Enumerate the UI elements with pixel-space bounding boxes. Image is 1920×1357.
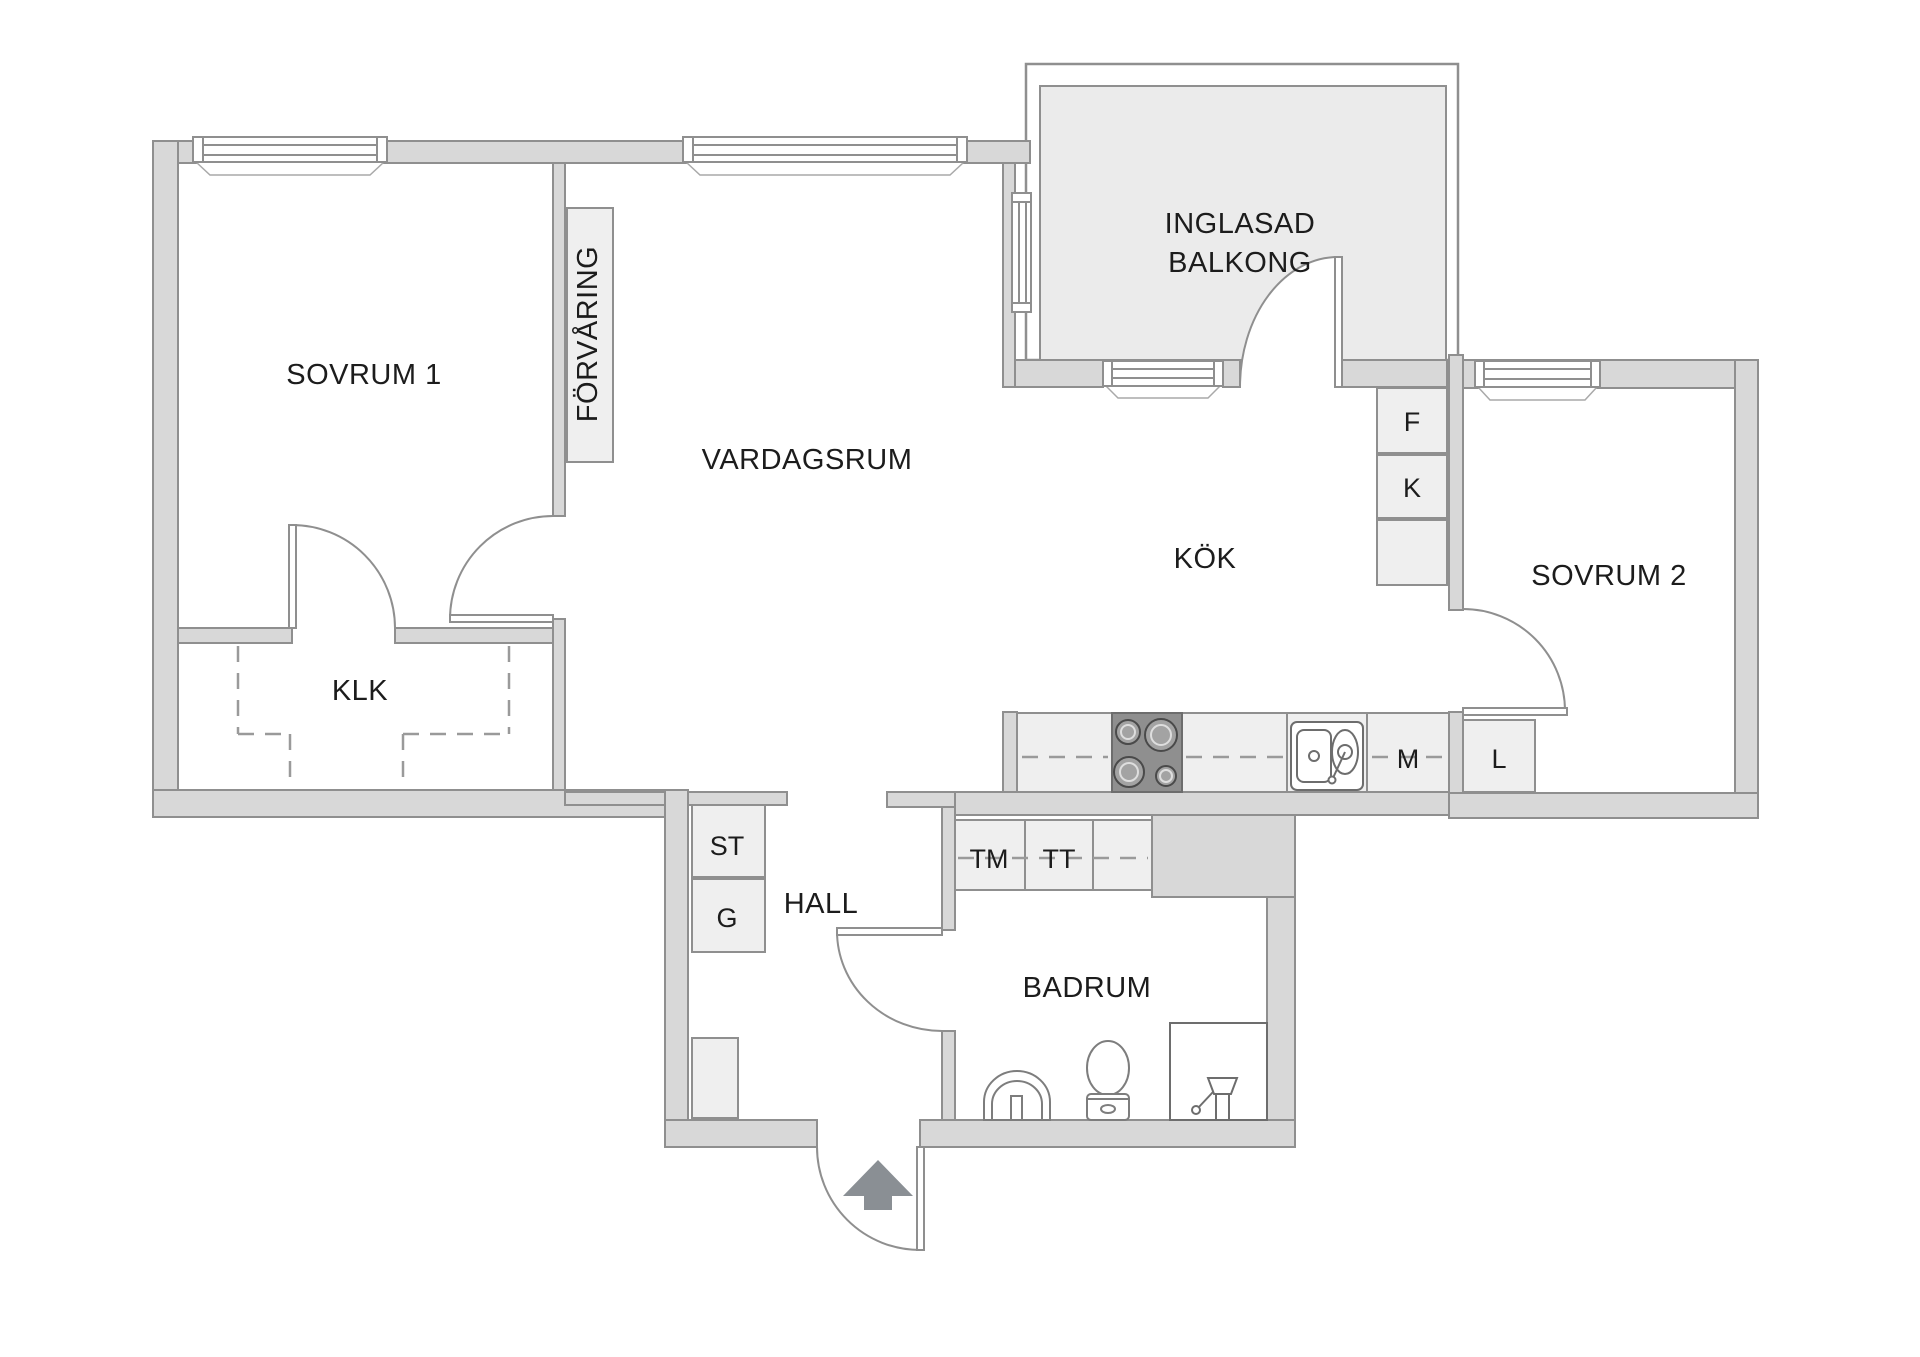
label-vardagsrum: VARDAGSRUM <box>702 444 913 476</box>
dashed-outlines <box>236 646 1446 860</box>
wall-hall-north-stub <box>886 791 956 808</box>
entrance-arrow-icon <box>843 1160 913 1210</box>
door-arc-entrance <box>816 1146 921 1251</box>
label-m: M <box>1397 744 1420 774</box>
balcony-floor <box>1039 85 1447 361</box>
window-sovrum2 <box>1474 360 1601 401</box>
wall-badrum-north-block <box>1151 814 1296 898</box>
wall-klk-east <box>552 618 566 791</box>
label-balkong-line1: INGLASAD <box>1165 208 1316 240</box>
label-f: F <box>1404 407 1421 437</box>
wall-kok-north-left <box>1014 359 1104 388</box>
toilet-icon <box>1086 1040 1130 1121</box>
door-arc-sovrum1 <box>449 515 554 620</box>
bathroom-fixtures <box>983 1022 1268 1121</box>
label-tt: TT <box>1043 844 1076 874</box>
washbasin-icon <box>983 1070 1051 1121</box>
label-kok: KÖK <box>1174 543 1237 575</box>
door-arc-sovrum2 <box>1462 608 1566 712</box>
cabinet-g <box>691 878 766 953</box>
forvaring-closet <box>566 207 614 463</box>
door-leaf-klk <box>288 524 297 629</box>
wall-badrum-west-lower <box>941 1030 956 1121</box>
counter-left-cabinet <box>1016 712 1113 793</box>
wall-sovrum2-divider-stub <box>1448 711 1464 794</box>
label-hall: HALL <box>784 888 859 920</box>
balcony-structure <box>1024 62 1460 362</box>
label-tm: TM <box>970 844 1009 874</box>
wall-sovrum2-east <box>1734 359 1759 819</box>
wall-sovrum2-divider-upper <box>1448 354 1464 611</box>
labels: SOVRUM 1 VARDAGSRUM KLK FÖRVÅRING INGLAS… <box>286 208 1686 1004</box>
code-labels: F K M L ST G TM TT <box>710 407 1507 933</box>
wall-entry-south-right <box>919 1119 1296 1148</box>
wall-kok-south <box>954 791 1450 816</box>
shower-mixer-icon <box>1191 1077 1239 1121</box>
doors <box>288 256 1568 1251</box>
wall-hall-west <box>664 789 689 1148</box>
label-st: ST <box>710 831 745 861</box>
label-badrum: BADRUM <box>1023 972 1152 1004</box>
tumble-dryer <box>1024 819 1094 891</box>
cabinet-st <box>691 804 766 878</box>
wall-west <box>152 140 179 818</box>
door-leaf-sovrum2 <box>1462 707 1568 716</box>
cabinet-tall <box>1376 519 1448 586</box>
door-leaf-balcony <box>1334 256 1343 388</box>
stove-icon <box>1111 712 1183 793</box>
walls <box>152 140 1759 1148</box>
door-leaf-entrance <box>916 1146 925 1251</box>
wall-badrum-east <box>1266 896 1296 1121</box>
label-forvaring: FÖRVÅRING <box>571 246 604 422</box>
wall-sovrum1-divider <box>552 162 566 517</box>
label-sovrum1: SOVRUM 1 <box>286 359 441 391</box>
label-g: G <box>716 903 737 933</box>
label-klk: KLK <box>332 675 388 707</box>
door-arc-klk <box>291 524 396 629</box>
counter-mid-cabinet <box>1181 712 1288 793</box>
label-k: K <box>1403 473 1421 503</box>
label-l: L <box>1491 744 1506 774</box>
washing-machine <box>954 819 1026 891</box>
windows <box>192 136 1601 401</box>
door-leaf-sovrum1 <box>449 614 554 623</box>
window-sovrum1 <box>192 136 388 176</box>
door-leaf-badrum <box>836 927 943 936</box>
wall-badrum-west-upper <box>941 806 956 931</box>
window-balcony-side <box>1011 192 1032 313</box>
wall-kok-north-mid <box>1222 359 1241 388</box>
label-sovrum2: SOVRUM 2 <box>1531 560 1686 592</box>
cabinet-f <box>1376 387 1448 454</box>
wall-kok-north-right <box>1336 359 1461 388</box>
kitchen-sink-icon <box>1290 721 1364 791</box>
door-arc-badrum <box>836 930 943 1032</box>
cabinet-m <box>1366 712 1450 793</box>
door-arc-balcony <box>1239 256 1339 388</box>
cabinets <box>566 207 1536 1119</box>
cabinet-l <box>1462 719 1536 793</box>
laundry-bench <box>1092 819 1153 891</box>
cabinet-k <box>1376 454 1448 519</box>
window-vardagsrum <box>682 136 968 176</box>
wall-klk-north-left <box>177 627 293 644</box>
hall-cabinet <box>691 1037 739 1119</box>
wall-sovrum2-south <box>1448 792 1759 819</box>
wall-counter-west-stub <box>1002 711 1018 793</box>
window-kok <box>1102 360 1224 399</box>
door-swing-balcony <box>1240 257 1338 387</box>
wall-entry-south-left <box>664 1119 818 1148</box>
wall-klk-north-right <box>394 627 554 644</box>
label-balkong-line2: BALKONG <box>1168 247 1312 279</box>
